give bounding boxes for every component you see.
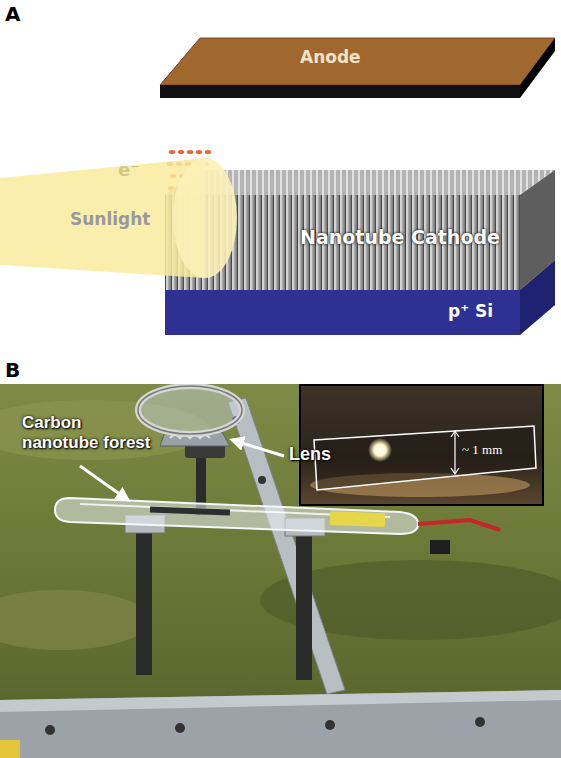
photo	[0, 384, 561, 758]
photo-label: Carbon nanotube forest	[22, 413, 152, 452]
node-text: Nanotube Cathode	[300, 227, 500, 249]
photo-label: Lens	[289, 444, 331, 465]
anode-plate-shape	[155, 35, 560, 105]
panel-letter: A	[5, 3, 20, 26]
scale-label: ~ 1 mm	[462, 443, 502, 458]
leader-arrow	[232, 440, 284, 456]
node-text: p⁺ Si	[448, 302, 493, 322]
panel-letter: B	[5, 359, 20, 382]
node-text: Anode	[300, 48, 361, 68]
leader-arrow	[80, 466, 128, 500]
sunlight-beam: Sunlight	[0, 148, 245, 293]
inset-photo	[300, 385, 543, 505]
anode-plate: Anode	[155, 35, 560, 105]
node-text: Sunlight	[70, 210, 151, 230]
